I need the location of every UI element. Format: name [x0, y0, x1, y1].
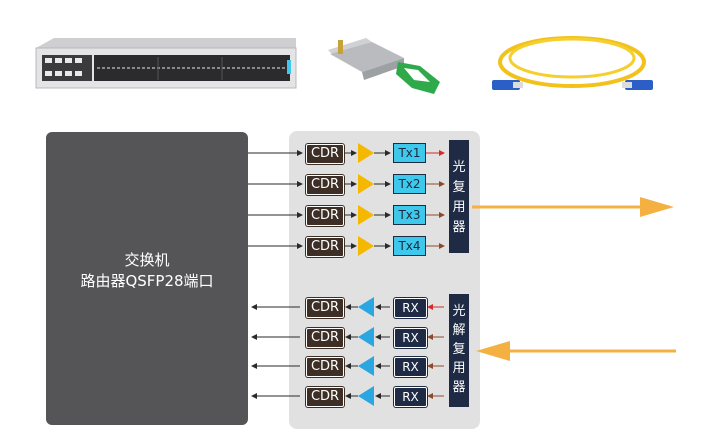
rx-receiver-triangles — [358, 297, 374, 406]
tx-laser-1: Tx1 — [393, 143, 426, 163]
optical-input-arrow — [476, 341, 676, 361]
rx-cdr-2: CDR — [306, 328, 344, 348]
optical-output-arrow — [472, 197, 674, 217]
tx-cdr-4: CDR — [306, 237, 344, 257]
switch-router-block: 交换机 路由器QSFP28端口 — [46, 132, 248, 425]
switch-router-label: 交换机 路由器QSFP28端口 — [46, 250, 248, 292]
fiber-cable-image — [492, 36, 653, 90]
rx-cdr-1: CDR — [306, 298, 344, 318]
rx-detector-4: RX — [394, 387, 427, 407]
switch-label-line1: 交换机 — [124, 251, 170, 269]
rx-detector-3: RX — [394, 357, 427, 377]
optical-demux: 光解复用器 — [449, 294, 469, 407]
tx-driver-triangles — [358, 143, 374, 256]
optical-demux-label: 光解复用器 — [452, 304, 466, 395]
tx-laser-4: Tx4 — [393, 236, 426, 256]
optical-mux: 光复用器 — [449, 140, 469, 253]
tx-cdr-2: CDR — [306, 175, 344, 195]
tx-cdr-1: CDR — [306, 144, 344, 164]
rx-cdr-4: CDR — [306, 387, 344, 407]
network-switch-image — [35, 38, 297, 89]
rx-signal-lines — [251, 304, 444, 399]
rx-cdr-3: CDR — [306, 357, 344, 377]
tx-laser-3: Tx3 — [393, 205, 426, 225]
tx-cdr-3: CDR — [306, 206, 344, 226]
optical-mux-label: 光复用器 — [452, 160, 466, 235]
rx-detector-1: RX — [394, 298, 427, 318]
tx-signal-lines — [248, 150, 445, 249]
switch-label-line2: 路由器QSFP28端口 — [80, 272, 214, 290]
rx-detector-2: RX — [394, 328, 427, 348]
tx-laser-2: Tx2 — [393, 174, 426, 194]
qsfp-module-image — [328, 38, 440, 94]
